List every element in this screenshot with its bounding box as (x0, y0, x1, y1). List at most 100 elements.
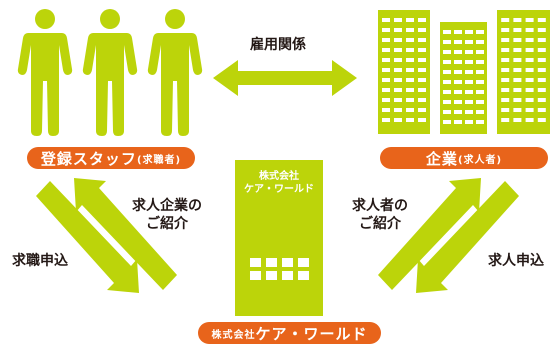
job-application-label: 求職申込 (12, 253, 68, 269)
building-window (382, 78, 390, 82)
building-window (513, 118, 522, 122)
building-window (537, 118, 546, 122)
building-window (513, 98, 522, 102)
building-window (382, 98, 390, 102)
building-window (465, 40, 473, 44)
seeker-introduction-line1: 求人者の (352, 198, 408, 214)
building-window (406, 68, 414, 72)
building-window (418, 98, 426, 102)
agency-building-line1: 株式会社 (259, 171, 299, 182)
building-window (418, 58, 426, 62)
care-world-pill: 株式会社 ケア・ワールド (198, 322, 381, 344)
building-window (513, 48, 522, 52)
building-window (513, 38, 522, 42)
building-window (382, 18, 390, 22)
seeker-introduction-line2: ご紹介 (359, 216, 401, 232)
building-window (418, 18, 426, 22)
building-window (476, 120, 484, 124)
building-window (382, 108, 390, 112)
building-window (394, 88, 402, 92)
building-window (382, 68, 390, 72)
office-building-icon (440, 22, 487, 134)
building-window (406, 88, 414, 92)
building-window (513, 88, 522, 92)
building-window (537, 38, 546, 42)
agency-building-icon (235, 160, 323, 316)
staff-pill-sublabel: (求職者) (136, 154, 182, 166)
building-window (418, 118, 426, 122)
person-figure-icon (17, 9, 73, 136)
building-window (537, 108, 546, 112)
agency-window (266, 271, 277, 280)
building-window (537, 18, 546, 22)
building-window (513, 28, 522, 32)
building-window (418, 78, 426, 82)
company-introduction-line2: ご紹介 (146, 216, 188, 232)
building-window (525, 118, 534, 122)
building-window (525, 78, 534, 82)
building-window (465, 30, 473, 34)
building-window (443, 30, 451, 34)
building-window (476, 90, 484, 94)
building-window (525, 58, 534, 62)
building-window (465, 120, 473, 124)
building-window (406, 38, 414, 42)
care-world-pill-prefix: 株式会社 (211, 329, 256, 341)
building-window (406, 98, 414, 102)
building-window (443, 80, 451, 84)
job-offer-arrow-icon (416, 181, 519, 293)
building-window (382, 28, 390, 32)
building-window (454, 80, 462, 84)
building-window (525, 108, 534, 112)
building-window (418, 68, 426, 72)
job-offer-application-label: 求人申込 (488, 253, 544, 269)
building-window (501, 18, 510, 22)
building-window (501, 38, 510, 42)
building-window (476, 100, 484, 104)
building-window (394, 38, 402, 42)
building-window (525, 68, 534, 72)
building-window (501, 68, 510, 72)
building-window (537, 78, 546, 82)
building-window (465, 90, 473, 94)
building-window (501, 98, 510, 102)
building-window (394, 98, 402, 102)
building-window (394, 78, 402, 82)
building-window (406, 18, 414, 22)
building-window (476, 60, 484, 64)
building-window (465, 70, 473, 74)
building-window (513, 108, 522, 112)
building-window (454, 30, 462, 34)
building-window (501, 108, 510, 112)
building-window (501, 48, 510, 52)
building-window (418, 108, 426, 112)
seeker-introduction-arrow-icon (378, 178, 481, 290)
building-window (537, 58, 546, 62)
company-pill-label: 企業 (425, 149, 458, 168)
employment-relation-arrow-icon (213, 60, 357, 96)
building-window (525, 88, 534, 92)
building-window (476, 110, 484, 114)
building-window (513, 78, 522, 82)
agency-window (282, 258, 293, 267)
job-seekers-group (17, 9, 203, 136)
building-window (394, 118, 402, 122)
building-window (525, 98, 534, 102)
building-window (406, 118, 414, 122)
building-window (394, 108, 402, 112)
building-window (501, 58, 510, 62)
agency-window (250, 271, 261, 280)
building-window (382, 38, 390, 42)
building-window (406, 58, 414, 62)
person-figure-icon (82, 9, 138, 136)
building-window (406, 28, 414, 32)
building-window (525, 28, 534, 32)
building-window (454, 60, 462, 64)
building-window (513, 18, 522, 22)
building-window (454, 110, 462, 114)
company-pill-sublabel: (求人者) (457, 154, 503, 166)
agency-window (298, 258, 309, 267)
building-window (465, 100, 473, 104)
